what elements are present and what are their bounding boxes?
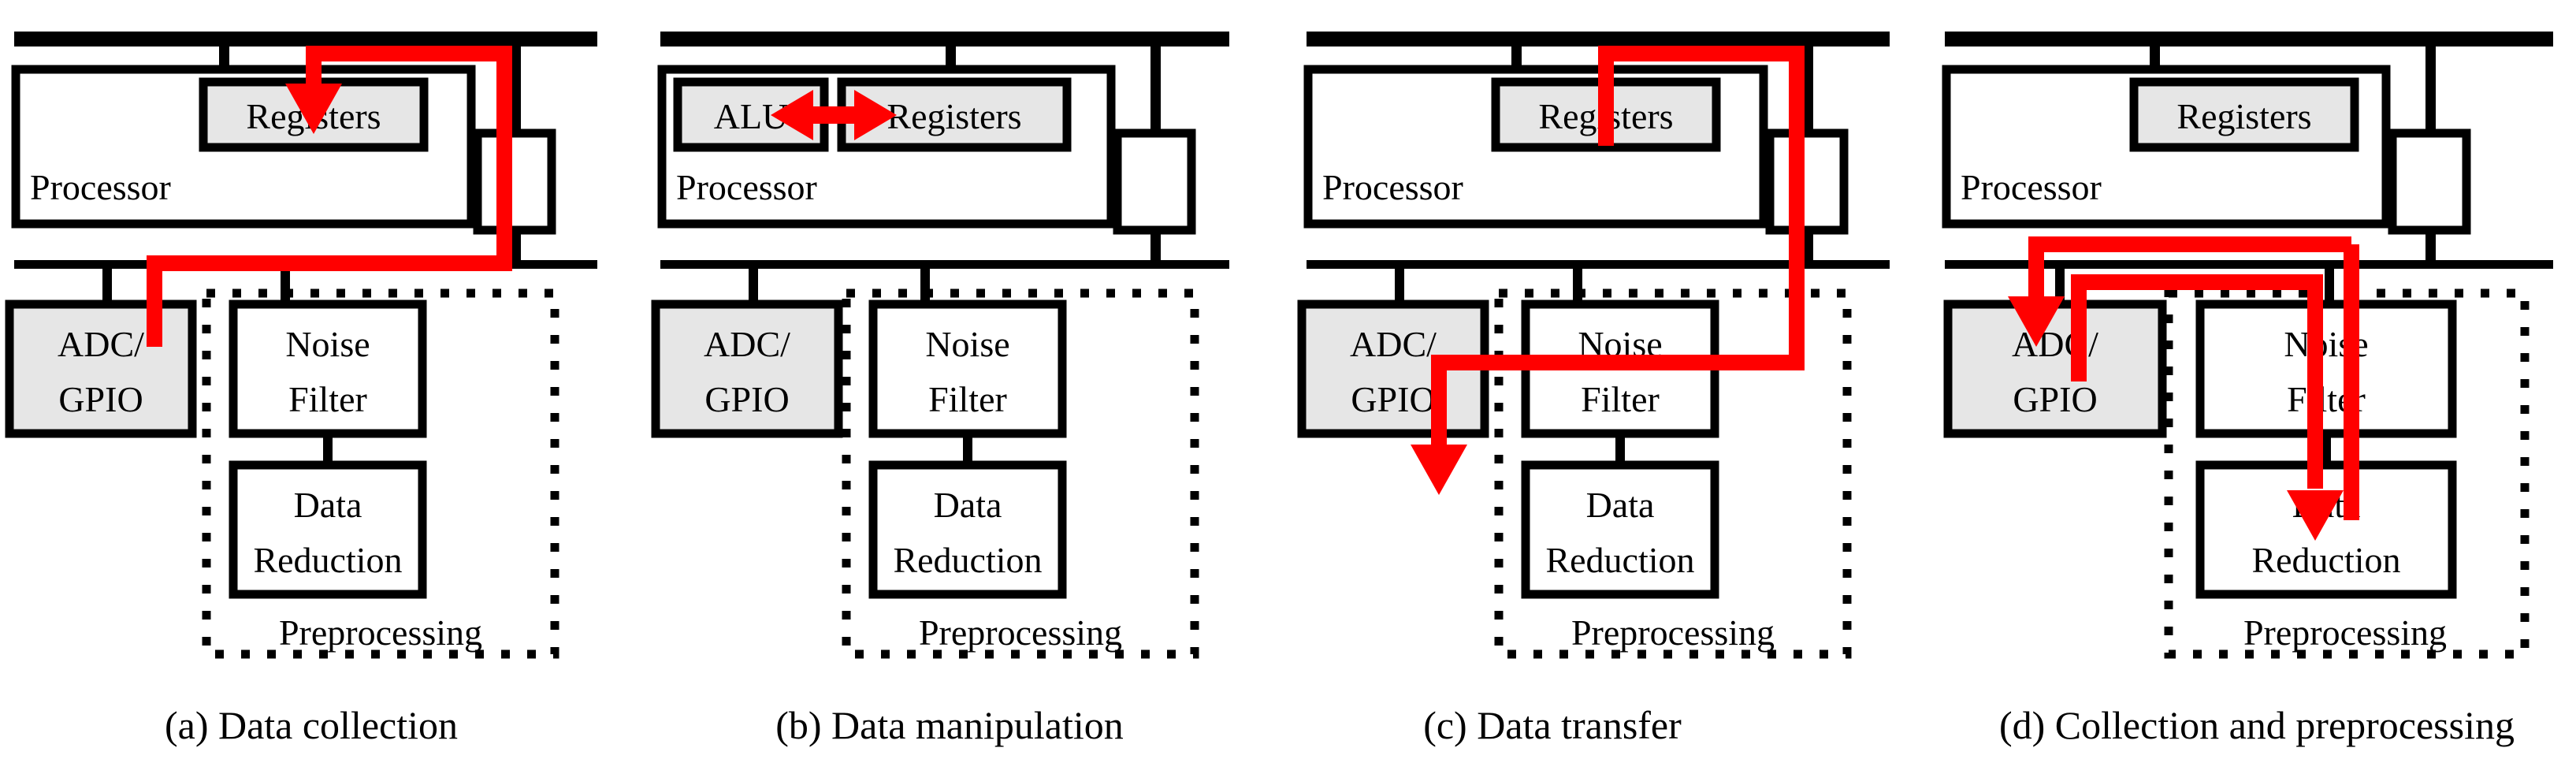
arrowhead-data-reduction	[2287, 490, 2344, 541]
adc-gpio-label-line1: ADC/	[1350, 324, 1437, 364]
data-reduction-box	[229, 460, 427, 599]
lower-bus-stub-filter	[281, 269, 290, 304]
data-reduction-label-line2: Reduction	[253, 540, 402, 580]
panel-b-caption-svg: (b) Data manipulation	[775, 703, 1124, 747]
filter-to-reduction-link	[1615, 434, 1625, 467]
lower-bus-stub-filter	[1573, 269, 1582, 304]
filter-to-reduction-link	[323, 434, 333, 467]
noise-filter-label-line2: Filter	[928, 379, 1007, 419]
adc-gpio-label-line1: ADC/	[704, 324, 790, 364]
panel-b: ALU Registers Processor ADC/ GPIO Noise …	[646, 0, 1253, 774]
lower-bus-stub-filter	[920, 269, 930, 304]
data-reduction-label-line2: Reduction	[1545, 540, 1694, 580]
panel-a-caption: (a) Data collection	[165, 703, 458, 747]
processor-label: Processor	[30, 167, 171, 207]
lower-bus-stub-filter	[2325, 269, 2334, 304]
data-collection-arrow	[147, 46, 512, 347]
preprocessing-container	[842, 288, 1199, 659]
panel-a-svg: Registers Processor ADC/ GPIO Noise Filt…	[5, 32, 597, 659]
processor-label: Processor	[676, 167, 817, 207]
bus-stub-memory	[1150, 47, 1161, 133]
lower-bus	[660, 260, 1229, 269]
adc-gpio-label-line2: GPIO	[704, 379, 789, 419]
preprocessing-arrow	[2071, 274, 2344, 541]
top-bus	[1307, 32, 1890, 47]
panel-a: Registers Processor ADC/ GPIO Noise Filt…	[0, 0, 623, 774]
adc-gpio-box	[1943, 300, 2167, 438]
preprocessing-label: Preprocessing	[1571, 612, 1775, 653]
preprocessing-label: Preprocessing	[919, 612, 1122, 653]
lower-bus-stub-adc	[2055, 269, 2065, 304]
processor-label: Processor	[1322, 167, 1463, 207]
collection-arrow	[2008, 236, 2351, 347]
memory-box	[473, 128, 556, 235]
lower-bus-stub-adc	[1395, 269, 1404, 304]
arrowhead-left	[771, 90, 813, 140]
panel-c-caption: (c) Data transfer	[1423, 703, 1682, 747]
preprocessing-label: Preprocessing	[2243, 612, 2447, 653]
adc-gpio-label-line2: GPIO	[58, 379, 143, 419]
preprocessing-container	[202, 288, 559, 659]
data-reduction-box	[1521, 460, 1719, 599]
panel-a-caption-svg: (a) Data collection	[165, 703, 458, 747]
arrowhead-registers	[285, 84, 342, 134]
noise-filter-label-line1: Noise	[285, 324, 370, 364]
data-reduction-box	[868, 460, 1067, 599]
memory-box	[1765, 128, 1849, 235]
registers-label: Registers	[887, 96, 1021, 136]
data-reduction-box	[2195, 460, 2457, 599]
registers-label: Registers	[2176, 96, 2311, 136]
memory-box	[2388, 128, 2471, 235]
processor-label: Processor	[1961, 167, 2102, 207]
adc-gpio-box	[651, 300, 843, 438]
memory-bus-stub	[1803, 226, 1813, 264]
panel-d: Registers Processor ADC/ GPIO Noise Filt…	[1939, 0, 2576, 774]
panel-b-caption: (b) Data manipulation	[775, 703, 1124, 747]
lower-bus	[1945, 260, 2553, 269]
filter-to-reduction-link	[2321, 434, 2331, 467]
memory-bus-stub	[511, 226, 521, 264]
data-reduction-label-line2: Reduction	[893, 540, 1042, 580]
noise-filter-box	[229, 300, 427, 438]
data-reduction-label-line1: Data	[934, 485, 1002, 525]
data-transfer-arrow	[1411, 46, 1805, 495]
bus-stub-memory	[511, 47, 521, 133]
memory-box	[1113, 128, 1196, 235]
panel-d-caption-svg: (d) Collection and preprocessing	[1999, 703, 2515, 747]
registers-box	[2129, 77, 2359, 152]
memory-bus-stub	[2425, 226, 2436, 264]
memory-bus-stub	[1150, 226, 1161, 264]
top-bus	[14, 32, 597, 47]
adc-gpio-label-line2: GPIO	[2013, 379, 2097, 419]
preprocessing-label: Preprocessing	[279, 612, 482, 653]
panel-d-caption: (d) Collection and preprocessing	[1999, 703, 2515, 747]
lower-bus-stub-adc	[749, 269, 758, 304]
data-reduction-label-line2: Reduction	[2251, 540, 2400, 580]
adc-gpio-label-line1: ADC/	[58, 324, 144, 364]
noise-filter-label-line1: Noise	[925, 324, 1009, 364]
bus-stub-memory	[2425, 47, 2436, 133]
panel-c-svg: Registers Processor ADC/ GPIO Noise Filt…	[1297, 32, 1890, 659]
arrowhead-adc-gpio	[1411, 445, 1467, 495]
lower-bus-stub-adc	[102, 269, 112, 304]
arrowhead-right	[854, 90, 897, 140]
bus-stub-memory	[1803, 47, 1813, 133]
top-bus	[1945, 32, 2553, 47]
preprocessing-container	[1494, 288, 1852, 659]
data-reduction-label-line1: Data	[1586, 485, 1655, 525]
arrowhead-adc-gpio	[2008, 296, 2065, 347]
panel-b-svg: ALU Registers Processor ADC/ GPIO Noise …	[651, 32, 1229, 659]
data-manipulation-arrow	[771, 90, 897, 140]
top-bus	[660, 32, 1229, 47]
data-reduction-label-line1: Data	[294, 485, 362, 525]
panel-d-svg: Registers Processor ADC/ GPIO Noise Filt…	[1942, 32, 2553, 659]
preprocessing-container	[2164, 288, 2530, 659]
panel-c: Registers Processor ADC/ GPIO Noise Filt…	[1292, 0, 1915, 774]
panel-c-caption-svg: (c) Data transfer	[1423, 703, 1682, 747]
noise-filter-label-line2: Filter	[1581, 379, 1660, 419]
adc-gpio-label-line2: GPIO	[1351, 379, 1435, 419]
noise-filter-label-line2: Filter	[288, 379, 367, 419]
lower-bus	[1307, 260, 1890, 269]
filter-to-reduction-link	[963, 434, 972, 467]
